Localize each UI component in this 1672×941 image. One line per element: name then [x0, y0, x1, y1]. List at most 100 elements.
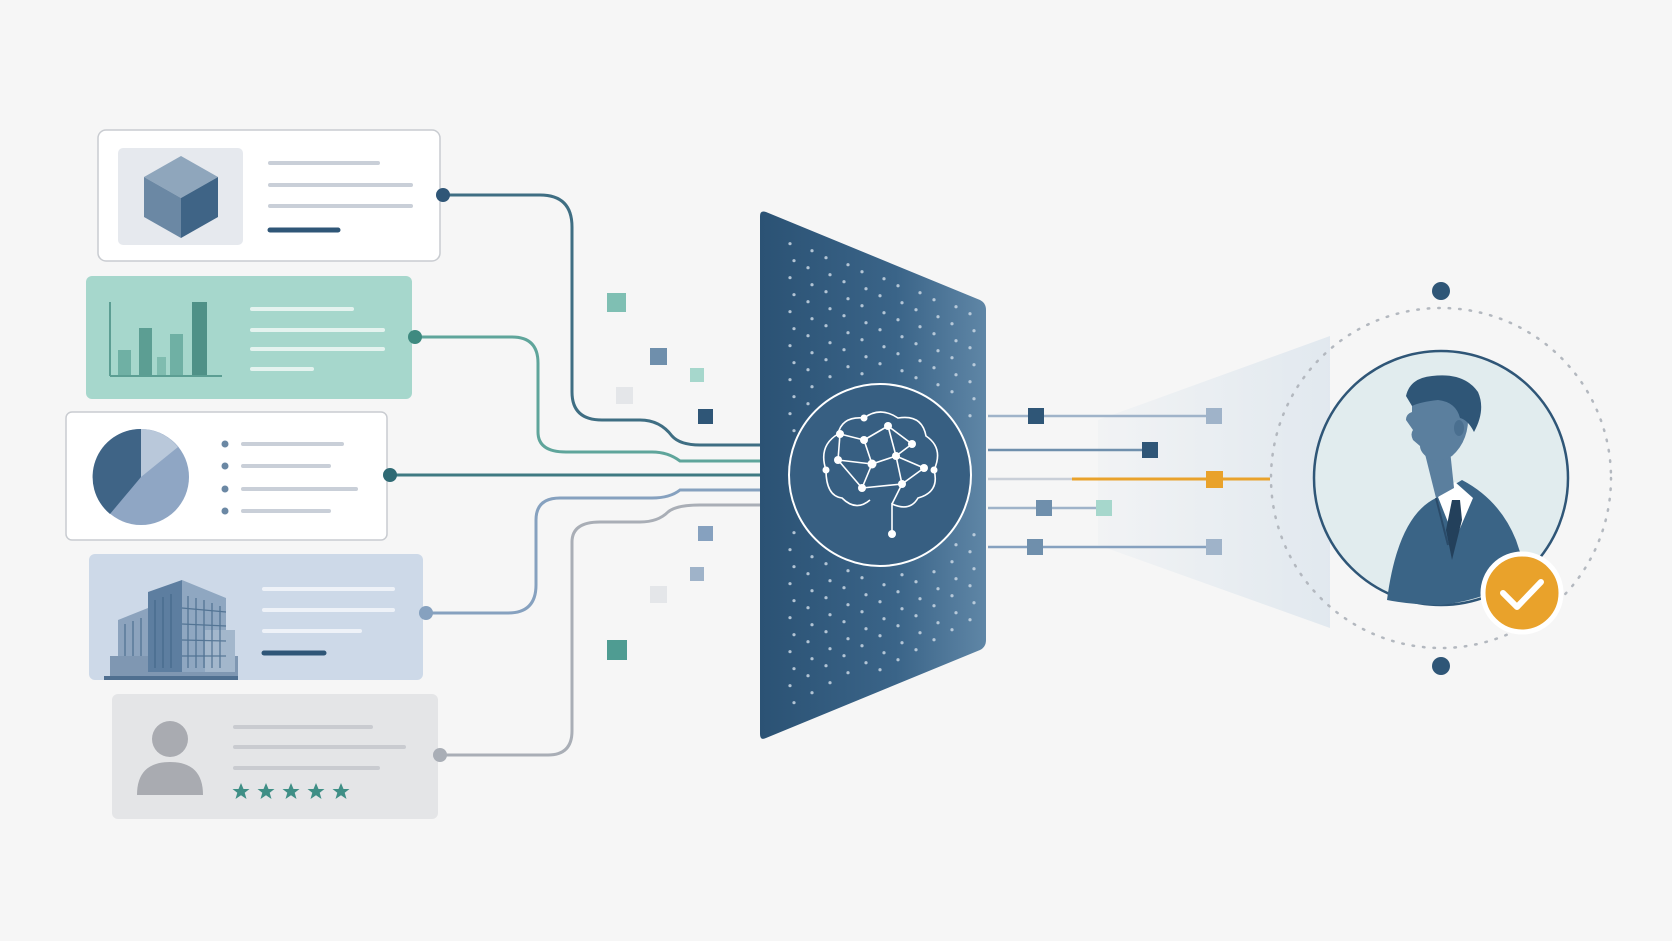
panel-dot	[936, 621, 940, 625]
connector-product	[443, 193, 760, 447]
star-icon	[332, 783, 350, 799]
building-card[interactable]	[89, 554, 433, 680]
panel-dot	[824, 290, 828, 294]
panel-dot	[968, 550, 972, 554]
panel-dot	[864, 627, 868, 631]
star-icon	[232, 783, 250, 799]
panel-dot	[792, 395, 796, 399]
panel-dot	[864, 321, 868, 325]
chart-card[interactable]	[86, 276, 422, 399]
particle	[698, 526, 713, 541]
star-rating	[232, 783, 350, 799]
panel-dot	[968, 346, 972, 350]
text-placeholder-lines	[261, 587, 395, 656]
text-placeholder-lines	[267, 161, 413, 233]
panel-dot	[896, 658, 900, 662]
panel-dot	[954, 611, 958, 615]
panel-dot	[878, 328, 882, 332]
pie-chart-card[interactable]	[65, 411, 397, 541]
panel-dot	[950, 390, 954, 394]
panel-dot	[896, 284, 900, 288]
panel-dot	[792, 565, 796, 569]
panel-dot	[918, 291, 922, 295]
panel-dot	[914, 580, 918, 584]
output-nodes	[1027, 408, 1223, 555]
connector-dot	[419, 606, 433, 620]
brain-ring	[788, 383, 972, 567]
panel-dot	[932, 332, 936, 336]
panel-dot	[936, 315, 940, 319]
panel-dot	[968, 584, 972, 588]
panel-dot	[810, 317, 814, 321]
orbit-ring	[1269, 306, 1613, 650]
panel-dot	[806, 572, 810, 576]
panel-dot	[842, 654, 846, 658]
panel-dot	[792, 259, 796, 263]
panel-dot	[860, 644, 864, 648]
panel-dot	[842, 314, 846, 318]
panel-dot	[828, 307, 832, 311]
panel-dot	[900, 641, 904, 645]
panel-dot	[846, 569, 850, 573]
panel-dot	[810, 249, 814, 253]
panel-dot	[950, 594, 954, 598]
panel-dot	[900, 607, 904, 611]
panel-dot	[968, 414, 972, 418]
panel-dot	[878, 600, 882, 604]
panel-dot	[828, 647, 832, 651]
profile-review-card[interactable]	[112, 694, 447, 819]
panel-dot	[954, 339, 958, 343]
user-icon	[137, 721, 203, 795]
panel-dot	[900, 301, 904, 305]
panel-dot	[788, 412, 792, 416]
panel-dot	[842, 280, 846, 284]
panel-dot	[918, 325, 922, 329]
connector-dot	[436, 188, 450, 202]
text-placeholder-lines	[250, 307, 385, 371]
panel-dot	[882, 651, 886, 655]
connector-dot	[383, 468, 397, 482]
panel-dot	[828, 273, 832, 277]
panel-dot	[878, 668, 882, 672]
bar-chart-icon	[109, 302, 222, 377]
connector-chart	[415, 335, 760, 463]
panel-dot	[788, 684, 792, 688]
panel-dot	[932, 638, 936, 642]
panel-dot	[882, 345, 886, 349]
panel-dot	[972, 397, 976, 401]
panel-dot	[788, 242, 792, 246]
panel-dot	[846, 365, 850, 369]
panel-dot	[864, 287, 868, 291]
panel-dot	[900, 573, 904, 577]
panel-dot	[918, 631, 922, 635]
panel-dot	[950, 356, 954, 360]
panel-dot	[860, 576, 864, 580]
panel-dot	[842, 620, 846, 624]
panel-dot	[810, 657, 814, 661]
panel-dot	[792, 599, 796, 603]
panel-dot	[882, 311, 886, 315]
panel-dot	[972, 533, 976, 537]
panel-dot	[842, 586, 846, 590]
panel-dot	[810, 691, 814, 695]
panel-dot	[792, 531, 796, 535]
panel-dot	[788, 582, 792, 586]
panel-dot	[950, 560, 954, 564]
panel-dot	[914, 342, 918, 346]
product-card[interactable]	[97, 129, 450, 262]
panel-dot	[860, 338, 864, 342]
connector-lines	[390, 193, 760, 757]
panel-dot	[896, 624, 900, 628]
panel-dot	[828, 579, 832, 583]
particle	[616, 387, 633, 404]
panel-dot	[914, 648, 918, 652]
particle	[690, 368, 704, 382]
panel-dot	[878, 294, 882, 298]
connector-dot	[408, 330, 422, 344]
panel-dot	[806, 300, 810, 304]
panel-dot	[828, 375, 832, 379]
panel-dot	[788, 344, 792, 348]
panel-dot	[968, 312, 972, 316]
panel-dot	[918, 359, 922, 363]
